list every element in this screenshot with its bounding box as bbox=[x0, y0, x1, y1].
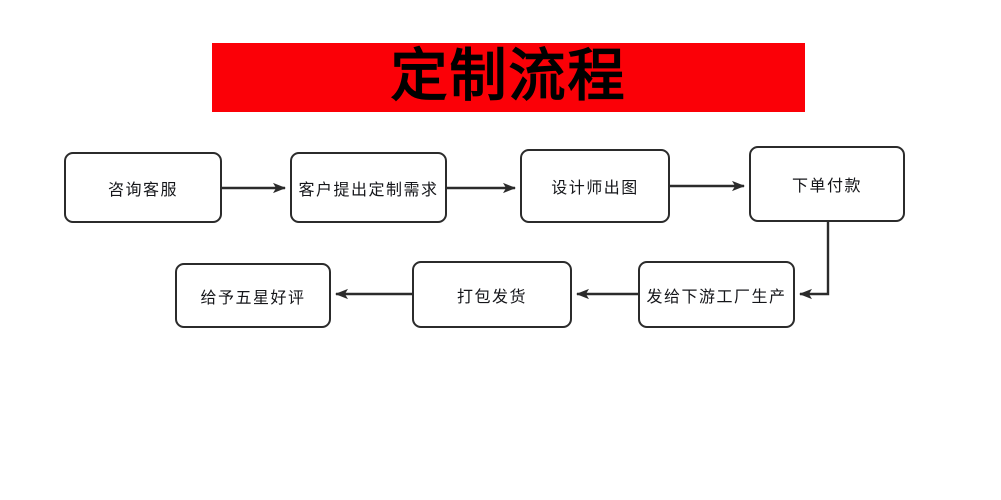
flow-node-design-label: 设计师出图 bbox=[551, 178, 639, 197]
flow-node-factory[interactable]: 发给下游工厂生产 bbox=[638, 261, 795, 328]
flow-node-request-label: 客户提出定制需求 bbox=[298, 179, 439, 199]
flow-node-review[interactable]: 给予五星好评 bbox=[175, 263, 331, 328]
connector-payment-to-factory bbox=[799, 222, 830, 300]
page-title: 定制流程 bbox=[390, 42, 627, 109]
flow-node-consult[interactable]: 咨询客服 bbox=[64, 152, 222, 223]
flow-node-ship-label: 打包发货 bbox=[456, 286, 527, 306]
flow-node-design[interactable]: 设计师出图 bbox=[520, 149, 670, 223]
flow-node-factory-label: 发给下游工厂生产 bbox=[646, 286, 787, 306]
flow-node-consult-label: 咨询客服 bbox=[107, 179, 178, 199]
flow-node-request[interactable]: 客户提出定制需求 bbox=[290, 152, 447, 223]
flow-node-ship[interactable]: 打包发货 bbox=[412, 261, 572, 328]
flow-node-review-label: 给予五星好评 bbox=[200, 287, 306, 307]
flow-node-payment[interactable]: 下单付款 bbox=[749, 146, 905, 222]
flow-node-payment-label: 下单付款 bbox=[791, 176, 862, 195]
title-banner: 定制流程 bbox=[212, 43, 805, 112]
